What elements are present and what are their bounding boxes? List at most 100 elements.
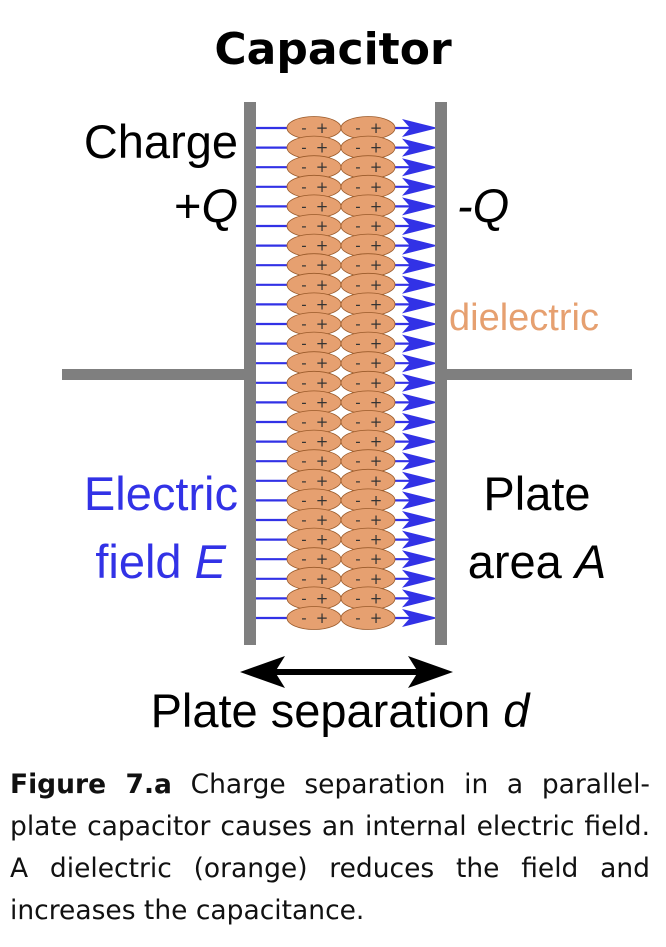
dielectric-dipoles: -+-+-+-+-+-+-+-+-+-+-+-+-+-+-+-+-+-+-+-+… [286,116,396,630]
dipole: -+ [340,233,396,258]
dipole-plus: + [316,609,329,627]
dipole-minus: - [355,413,360,431]
dipole-minus: - [301,511,306,529]
figure-caption: Figure 7.a Charge separation in a parall… [10,764,650,932]
dipole-plus: + [370,237,383,255]
figure-label: Figure 7.a [10,769,172,800]
dipole-plus: + [316,452,329,470]
dipole-plus: + [370,550,383,568]
dipole-plus: + [316,570,329,588]
dipole: -+ [286,312,342,336]
dipole: -+ [286,116,342,140]
field-arrowhead [402,413,438,431]
positive-charge-label: +Q [174,179,238,232]
dipole-minus: - [301,589,306,607]
dipole-plus: + [316,511,329,529]
dipole-minus: - [301,178,306,196]
dipole: -+ [286,449,342,474]
dipole-plus: + [370,354,383,372]
dipole-plus: + [316,139,329,157]
field-arrowhead [402,511,438,529]
dipole-minus: - [355,452,360,470]
dipole-plus: + [316,531,329,549]
plate-area-label: area A [468,535,607,588]
dipole-minus: - [301,413,306,431]
capacitor-diagram: Capacitor -+-+-+-+-+-+-+-+-+-+-+-+-+-+-+… [62,24,632,737]
dipole: -+ [340,606,396,630]
dipole-minus: - [301,119,306,137]
dipole-minus: - [301,256,306,274]
field-arrowhead [402,569,438,588]
dipole: -+ [340,410,396,434]
dipole-plus: + [316,472,329,490]
dipole-minus: - [355,119,360,137]
dipole-plus: + [316,550,329,568]
dielectric-label: dielectric [449,297,599,339]
dipole: -+ [286,292,342,317]
field-arrowhead [402,609,438,627]
field-e-label: field E [95,535,226,588]
field-arrowhead [402,491,438,510]
dipole-minus: - [301,276,306,294]
dipole: -+ [340,449,396,474]
field-arrowhead [402,138,438,157]
dipole: -+ [286,488,342,513]
dipole: -+ [286,233,342,258]
dipole-plus: + [316,393,329,411]
dipole-plus: + [370,276,383,294]
dipole-plus: + [370,374,383,392]
dipole-plus: + [370,452,383,470]
dipole-plus: + [316,217,329,235]
dipole-minus: - [355,354,360,372]
dipole-minus: - [301,433,306,451]
dipole-minus: - [355,570,360,588]
field-word: field [95,535,181,588]
field-arrowhead [402,354,438,373]
dipole-minus: - [355,276,360,294]
dipole-plus: + [370,393,383,411]
field-arrowhead [402,295,438,314]
dipole-minus: - [301,452,306,470]
field-arrowhead [402,471,438,490]
dipole-minus: - [355,295,360,313]
dipole-minus: - [301,531,306,549]
plate-label: Plate [483,467,590,520]
field-e-var: E [195,535,227,588]
dipole-minus: - [355,511,360,529]
dipole-minus: - [355,315,360,333]
dipole-plus: + [316,354,329,372]
dipole-minus: - [301,295,306,313]
dipole: -+ [340,468,396,493]
dipole: -+ [340,155,396,180]
dipole: -+ [340,292,396,317]
dipole-plus: + [370,335,383,353]
dipole-minus: - [355,178,360,196]
dipole-plus: + [370,570,383,588]
field-arrowhead [402,393,438,412]
field-arrowhead [402,119,438,137]
dipole-minus: - [301,197,306,215]
dipole-minus: - [301,609,306,627]
dipole-plus: + [316,295,329,313]
dipole-plus: + [316,197,329,215]
dipole: -+ [340,429,396,454]
dipole-plus: + [370,511,383,529]
dipole: -+ [340,135,396,160]
dipole: -+ [286,370,342,395]
dipole-plus: + [370,491,383,509]
dipole-minus: - [301,315,306,333]
dipole: -+ [286,331,342,356]
separation-d-var: d [503,684,531,737]
dipole-minus: - [301,393,306,411]
field-arrowhead [402,373,438,392]
dipole-minus: - [355,158,360,176]
caption-text: Charge separation in a parallel-plate ca… [10,769,650,926]
dipole-plus: + [370,197,383,215]
dipole-minus: - [355,531,360,549]
electric-label: Electric [84,467,238,520]
dipole-minus: - [301,158,306,176]
field-lines [254,119,438,627]
dipole: -+ [340,253,396,278]
dipole-minus: - [355,433,360,451]
left-wire [62,369,246,380]
